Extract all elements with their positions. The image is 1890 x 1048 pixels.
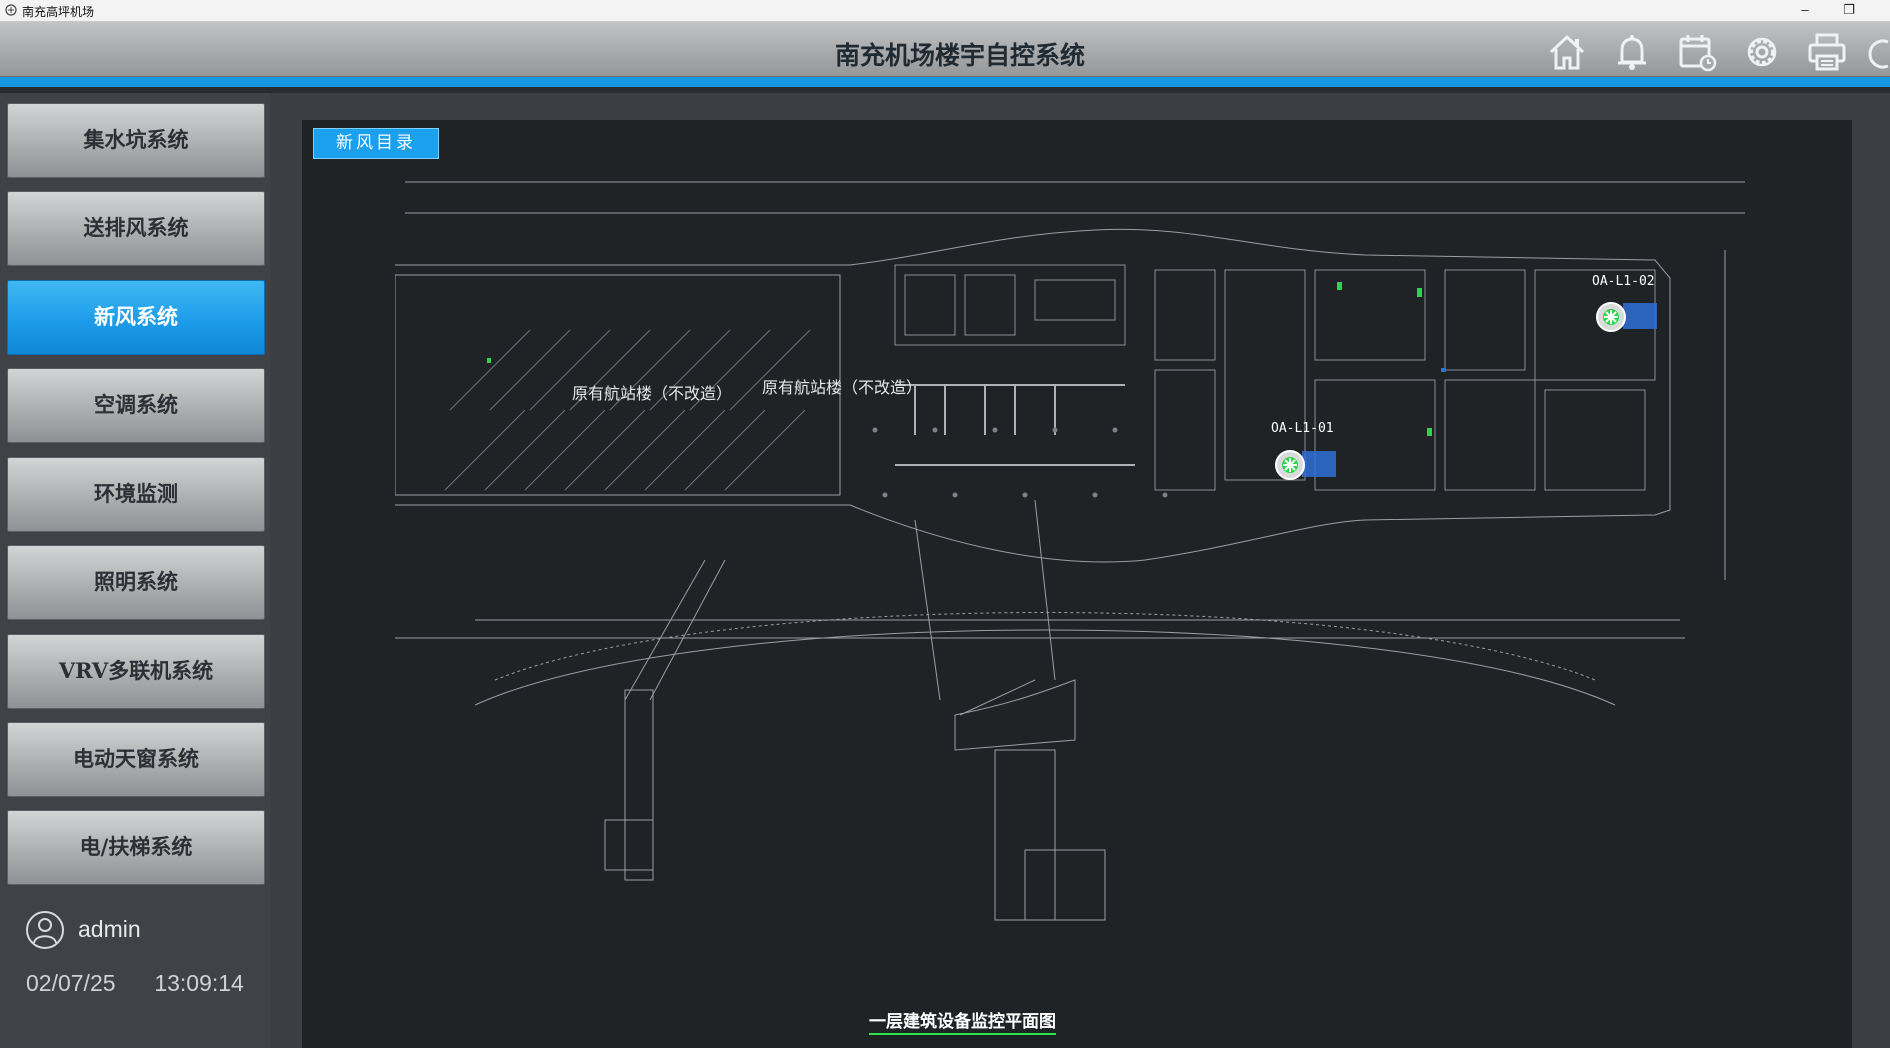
calendar-icon[interactable]	[1675, 30, 1719, 74]
minimize-button[interactable]: –	[1801, 2, 1809, 17]
unit-label-oa-l1-01: OA-L1-01	[1271, 421, 1334, 436]
home-icon[interactable]	[1545, 30, 1589, 74]
sidebar-item-environment[interactable]: 环境监测	[7, 457, 265, 532]
page-title: 南充机场楼宇自控系统	[834, 41, 1085, 70]
window-title-bar: 南充高坪机场 – ❐	[0, 0, 1890, 22]
current-date: 02/07/25	[26, 970, 116, 996]
bell-icon[interactable]	[1610, 30, 1654, 74]
fresh-air-directory-button[interactable]: 新风目录	[313, 128, 439, 159]
user-avatar-icon	[26, 911, 64, 949]
restore-button[interactable]: ❐	[1843, 2, 1855, 17]
gear-icon[interactable]	[1740, 30, 1784, 74]
date-time: 02/07/25 13:09:14	[26, 970, 244, 997]
unit-label-oa-l1-02: OA-L1-02	[1592, 274, 1655, 289]
fresh-air-unit-oa-l1-01[interactable]	[1274, 445, 1344, 485]
legacy-terminal-label: 原有航站楼（不改造）	[572, 384, 733, 403]
header-divider	[0, 87, 1890, 93]
fresh-air-unit-oa-l1-02[interactable]	[1595, 297, 1665, 337]
current-time: 13:09:14	[154, 970, 244, 996]
floor-plan-drawing	[395, 181, 1745, 921]
app-header: 南充机场楼宇自控系统	[0, 22, 1890, 77]
username: admin	[78, 916, 141, 942]
sidebar-item-vrv[interactable]: VRV多联机系统	[7, 634, 265, 709]
floor-plan-title: 一层建筑设备监控平面图	[869, 1007, 1056, 1035]
printer-icon[interactable]	[1805, 30, 1849, 74]
sidebar-item-supply-exhaust[interactable]: 送排风系统	[7, 191, 265, 266]
app-icon	[5, 4, 17, 16]
sidebar-item-fresh-air[interactable]: 新风系统	[7, 280, 265, 355]
sidebar-item-elevator[interactable]: 电/扶梯系统	[7, 810, 265, 885]
window-title: 南充高坪机场	[22, 5, 95, 19]
sidebar-item-sump-pit[interactable]: 集水坑系统	[7, 103, 265, 178]
header-accent-bar	[0, 77, 1890, 87]
legacy-terminal-label: 原有航站楼（不改造）	[762, 378, 923, 397]
sidebar-item-lighting[interactable]: 照明系统	[7, 545, 265, 620]
sidebar-item-air-conditioning[interactable]: 空调系统	[7, 368, 265, 443]
power-icon[interactable]	[1868, 30, 1890, 74]
sidebar-item-skylight[interactable]: 电动天窗系统	[7, 722, 265, 797]
